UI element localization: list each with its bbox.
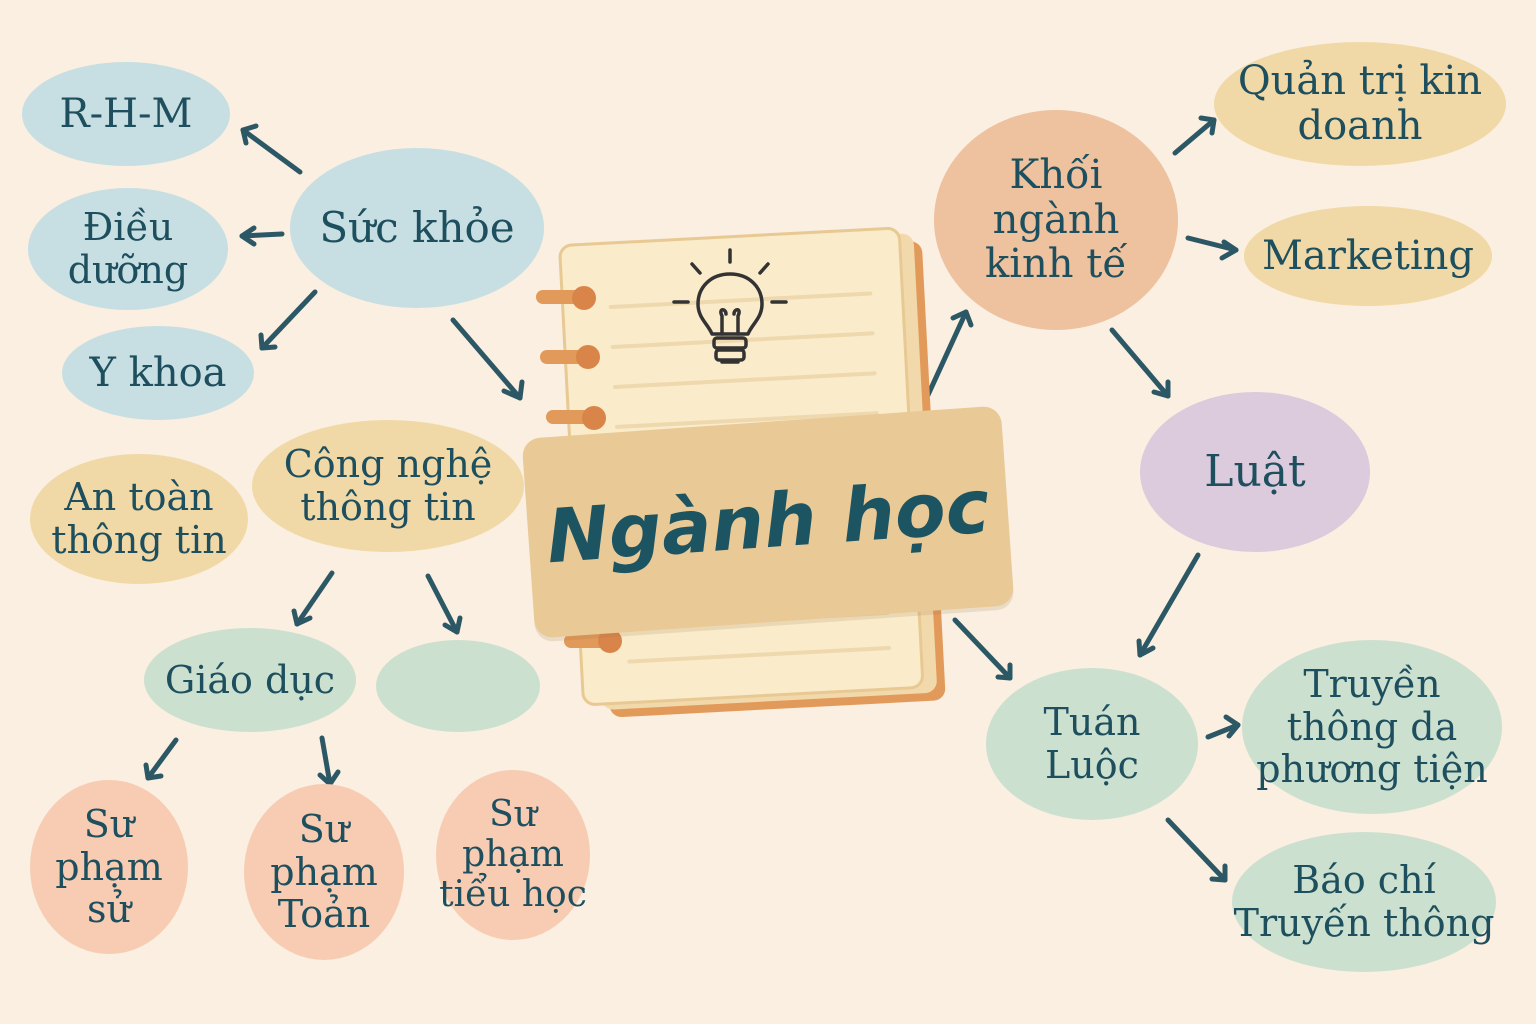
node-khoi-nganh-kinh-te: Khối ngành kinh tế	[934, 110, 1178, 330]
arrow-tuan-luoc-to-bao-chi	[1165, 817, 1228, 883]
node-suc-khoe: Sức khỏe	[290, 148, 544, 308]
arrow-center-to-khoi-kinh-te	[925, 309, 969, 398]
node-giao-duc: Giáo dục	[144, 628, 356, 732]
node-dieu-duong: Điều dưỡng	[28, 188, 228, 310]
arrow-giao-duc-to-su-pham-toan	[319, 735, 333, 787]
diagram-title: Ngành học	[543, 463, 993, 581]
lightbulb-icon	[672, 248, 788, 364]
node-su-pham-su: Sư phạm sử	[30, 780, 188, 954]
arrow-giao-duc-to-su-pham-su	[145, 737, 179, 781]
arrow-suc-khoe-to-rhm	[240, 127, 303, 175]
arrow-suc-khoe-to-dieu-duong	[239, 231, 285, 239]
arrow-khoi-to-luat	[1109, 327, 1171, 399]
node-cong-nghe-thong-tin: Công nghệ thông tin	[252, 420, 524, 552]
arrow-khoi-to-quan-tri	[1172, 117, 1217, 156]
node-luat: Luật	[1140, 392, 1370, 552]
arrow-luat-to-tuan-luoc	[1137, 552, 1201, 658]
arrow-suc-khoe-to-y-khoa	[259, 289, 318, 351]
node-su-pham-tieu-hoc: Sư phạm tiểu học	[436, 770, 590, 940]
node-tuan-luoc: Tuán Luộc	[986, 668, 1198, 820]
node-marketing: Marketing	[1244, 206, 1492, 306]
title-banner: Ngành học	[521, 405, 1015, 639]
arrow-tuan-luoc-to-truyen-thong-da	[1205, 722, 1241, 740]
node-su-pham-toan: Sư phạm Toản	[244, 784, 404, 960]
node-an-toan-thong-tin: An toàn thông tin	[30, 454, 248, 584]
node-rhm: R-H-M	[22, 62, 230, 166]
node-empty	[376, 640, 540, 732]
arrow-cong-nghe-to-empty	[425, 573, 460, 635]
arrow-khoi-to-marketing	[1185, 235, 1239, 253]
arrow-suc-khoe-to-center	[450, 317, 523, 401]
arrow-cong-nghe-to-giao-duc	[294, 570, 335, 627]
node-bao-chi-truyen-thong: Báo chí Truyến thông	[1232, 832, 1496, 972]
node-truyen-thong-da-phuong-tien: Truyền thông da phương tiện	[1242, 640, 1502, 814]
node-y-khoa: Y khoa	[62, 326, 254, 420]
node-quan-tri-kinh-doanh: Quản trị kin doanh	[1214, 42, 1506, 166]
arrow-center-to-tuan-luoc	[952, 617, 1013, 681]
